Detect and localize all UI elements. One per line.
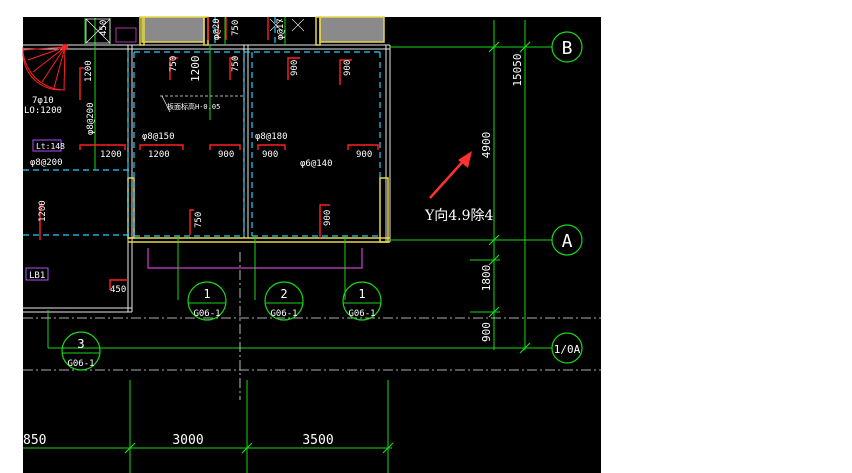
label-750-b: 750 (231, 56, 241, 72)
grid-bubble-A: A (551, 224, 583, 256)
label-tz: 7φ10 (32, 96, 54, 106)
detail-num-1b: 1 (358, 287, 365, 301)
detail-ref-2: G06-1 (270, 309, 297, 319)
label-450-top: 450 (99, 20, 109, 36)
label-900-row-b: 900 (262, 150, 278, 160)
detail-callout-2: 2 G06-1 (264, 281, 304, 321)
grid-lines (23, 17, 552, 473)
dim-ticks (124, 41, 531, 454)
hatch-note-leader (161, 95, 171, 113)
label-phi17: φ@17 (276, 18, 286, 40)
drawing-area (23, 17, 601, 473)
rebar-labels: 450 1200 750 750 750 900 900 φ@20 φ@17 1… (24, 18, 372, 295)
detail-callout-1a: 1 G06-1 (187, 281, 227, 321)
grid-bubble-B: B (551, 31, 583, 63)
label-phi20: φ@20 (212, 18, 222, 40)
label-900-row-a: 900 (218, 150, 234, 160)
tag-lt: Lt:148 (32, 139, 65, 152)
top-wall-block-left (141, 16, 205, 43)
dim-bottom-3500: 3500 (302, 433, 333, 448)
top-left-hatch (85, 18, 137, 44)
grid-label-B: B (562, 38, 573, 59)
detail-ref-1b: G06-1 (348, 309, 375, 319)
grid-label-A: A (562, 231, 573, 252)
label-phi6-140: φ6@140 (300, 159, 333, 169)
tag-lb1-text: LB1 (29, 271, 45, 281)
dim-span-900: 900 (480, 322, 493, 342)
label-1200-row-b: 1200 (148, 150, 170, 160)
label-750-c: 750 (231, 20, 241, 36)
detail-callout-1b: 1 G06-1 (342, 281, 382, 321)
detail-num-3: 3 (77, 337, 84, 351)
detail-ref-3: G06-1 (67, 359, 94, 369)
detail-num-2: 2 (280, 287, 287, 301)
label-900-row-c: 900 (356, 150, 372, 160)
tag-lt-text: Lt:148 (36, 142, 65, 151)
detail-num-1a: 1 (203, 287, 210, 301)
top-wall-block-right (319, 16, 385, 43)
label-1200-left-b: 1200 (38, 200, 48, 222)
label-1200-row-a: 1200 (100, 150, 122, 160)
dashed-beams (23, 17, 381, 237)
dim-bottom-3000: 3000 (172, 433, 203, 448)
dim-bottom-850: 850 (23, 433, 46, 448)
annotation-text: Y向4.9除4 (424, 208, 494, 224)
label-1200-top: 1200 (189, 56, 202, 83)
label-900-mid: 900 (323, 210, 333, 226)
label-hatch-note: 板面标高H-0.05 (167, 102, 220, 111)
grid-bubble-1-0A: 1/0A (551, 332, 583, 364)
label-750-mid: 750 (194, 212, 204, 228)
label-450-lb: 450 (110, 285, 126, 295)
label-lo: LO:1200 (24, 106, 62, 116)
top-mid-hatch (269, 18, 305, 32)
dim-total-vertical: 15050 (511, 53, 524, 86)
label-1200-left: 1200 (84, 60, 94, 82)
label-900-a: 900 (290, 60, 300, 76)
label-phi8-200-a: φ8@200 (86, 102, 96, 135)
rebar-marks (39, 17, 379, 290)
dim-span-4900: 4900 (480, 132, 493, 159)
label-750-a: 750 (169, 56, 179, 72)
label-phi8-150: φ8@150 (142, 132, 175, 142)
staircase (22, 44, 68, 91)
dim-span-1800: 1800 (480, 265, 493, 292)
grid-dashdot (23, 252, 601, 400)
detail-ref-1a: G06-1 (193, 309, 220, 319)
tag-lb1: LB1 (25, 267, 49, 281)
label-phi8-200-b: φ8@200 (30, 158, 63, 168)
label-phi8-180: φ8@180 (255, 132, 288, 142)
grid-label-1-0A: 1/0A (554, 343, 581, 356)
label-900-b: 900 (343, 60, 353, 76)
annotation-arrow (429, 151, 472, 199)
detail-callout-3: 3 G06-1 (61, 331, 101, 371)
